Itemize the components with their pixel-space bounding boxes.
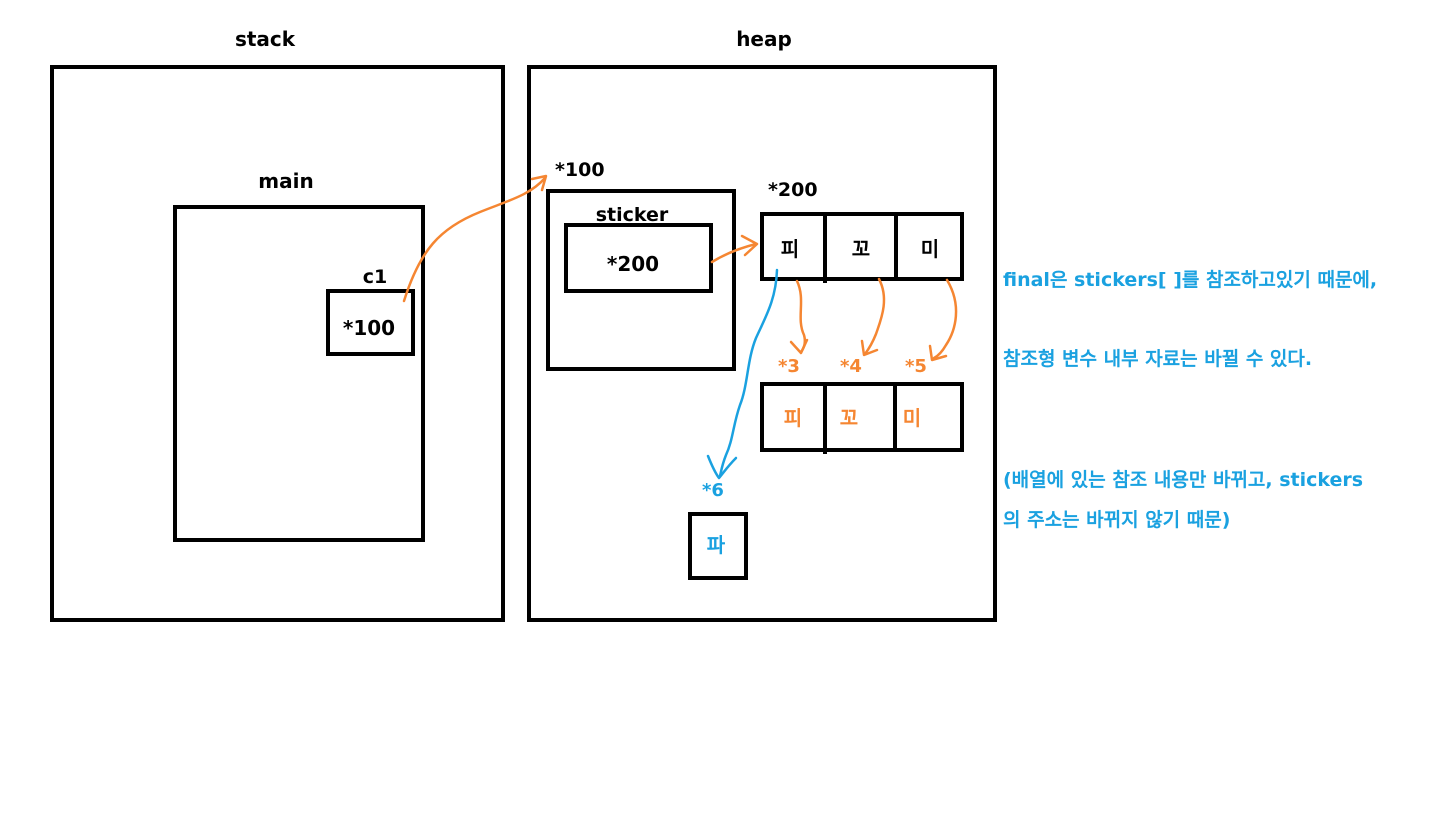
cell0-to-new-string-arrowhead xyxy=(706,454,738,480)
sticker-field-value: *200 xyxy=(607,252,659,276)
heap-title: heap xyxy=(736,27,792,51)
object-address: *100 xyxy=(555,159,605,181)
main-frame-box xyxy=(173,205,425,542)
string-box xyxy=(760,382,964,452)
note-line-1: final은 stickers[ ]를 참조하고있기 때문에, xyxy=(1003,269,1378,291)
stack-box xyxy=(50,65,505,622)
sticker-field-label: sticker xyxy=(596,204,669,226)
array-address: *200 xyxy=(768,179,818,201)
string-cell-0: 피 xyxy=(784,406,802,430)
note-line-3: (배열에 있는 참조 내용만 바뀌고, stickers xyxy=(1003,469,1364,491)
c1-box xyxy=(326,289,415,356)
string-address-1: *4 xyxy=(840,356,862,377)
cell0-to-string-arrowhead xyxy=(789,338,809,355)
sticker-to-array-arrowhead xyxy=(740,234,759,257)
c1-to-object-arrow xyxy=(402,176,547,303)
sticker-field-box xyxy=(564,223,713,293)
c1-to-object-arrowhead xyxy=(530,174,548,192)
new-string-box xyxy=(688,512,748,580)
sticker-to-array-arrow xyxy=(710,242,758,264)
string-cell-1: 꼬 xyxy=(840,406,858,430)
new-string-address: *6 xyxy=(702,480,724,501)
main-frame-label: main xyxy=(258,169,313,193)
cell2-to-string-arrowhead xyxy=(928,344,948,362)
note-line-4: 의 주소는 바뀌지 않기 때문) xyxy=(1003,509,1231,531)
stack-title: stack xyxy=(235,27,296,51)
string-address-2: *5 xyxy=(905,356,927,377)
c1-label: c1 xyxy=(363,266,387,288)
c1-value: *100 xyxy=(343,316,395,340)
array-cell-2: 미 xyxy=(921,237,939,261)
object-box xyxy=(546,189,736,371)
new-string-value: 파 xyxy=(707,533,726,557)
cell0-to-string-arrow xyxy=(795,279,807,354)
string-address-0: *3 xyxy=(778,356,800,377)
array-cell-1: 꼬 xyxy=(852,237,870,261)
cell1-to-string-arrow xyxy=(863,277,886,356)
string-cell-2: 미 xyxy=(903,406,921,430)
array-box xyxy=(760,212,964,281)
cell2-to-string-arrow xyxy=(932,278,958,360)
cell0-to-new-string-arrow xyxy=(718,268,779,478)
note-line-2: 참조형 변수 내부 자료는 바뀔 수 있다. xyxy=(1003,348,1313,370)
heap-box xyxy=(527,65,997,622)
array-cell-0: 피 xyxy=(781,237,799,261)
cell1-to-string-arrowhead xyxy=(860,339,879,357)
